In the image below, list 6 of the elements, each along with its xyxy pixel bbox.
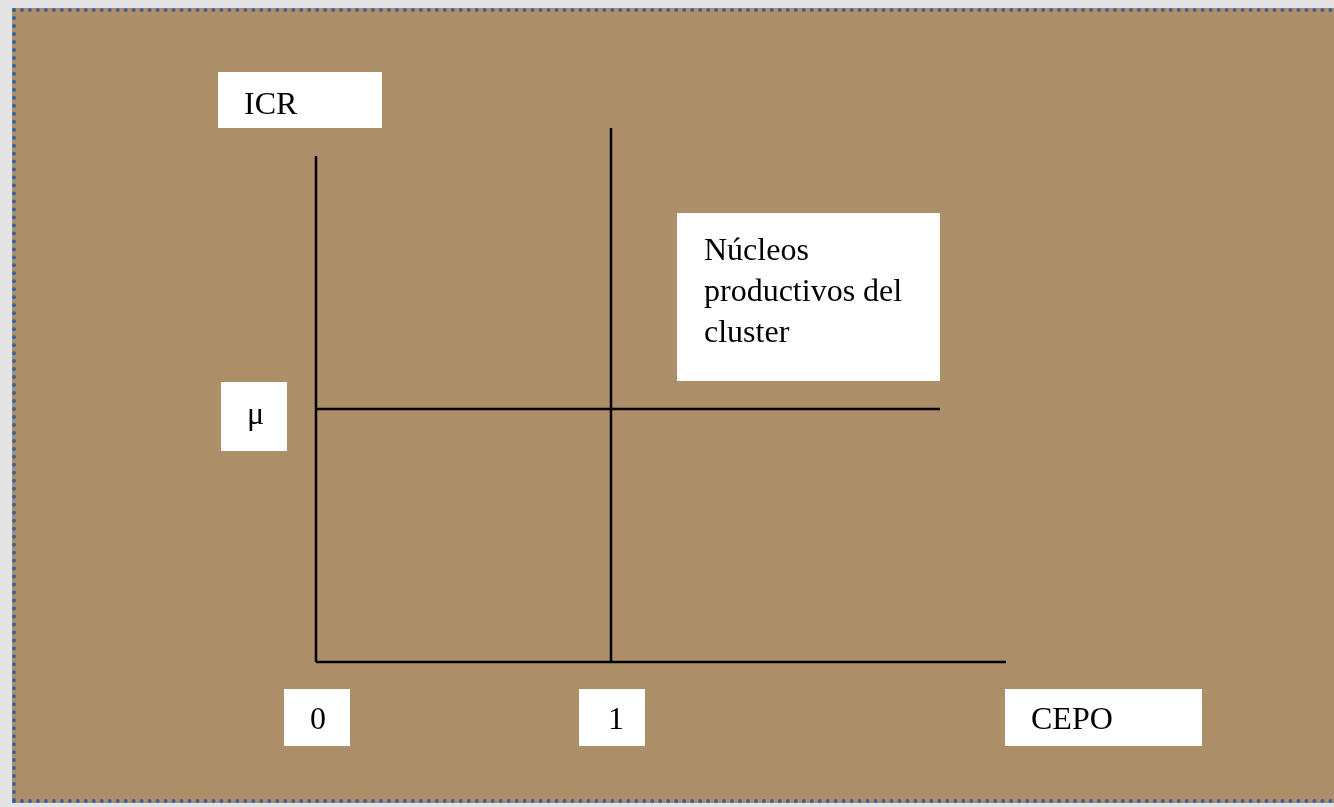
axis-title: ICR	[218, 72, 382, 128]
tick-label: 1	[579, 689, 645, 746]
threshold-label: μ	[221, 382, 287, 451]
tick-label: 0	[284, 689, 350, 746]
axis-title: CEPO	[1005, 689, 1202, 746]
quadrant-label: Núcleos productivos del cluster	[677, 213, 940, 381]
